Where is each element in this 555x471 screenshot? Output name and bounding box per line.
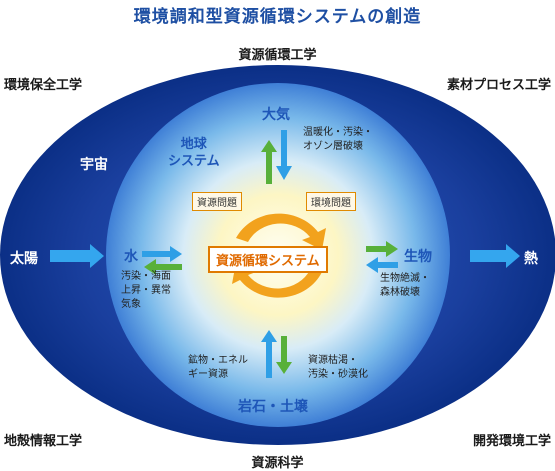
water-issues: 汚染・海面 上昇・異常 気象 [121, 271, 171, 310]
label-sun: 太陽 [10, 251, 38, 267]
water-left-arrow [144, 259, 182, 275]
label-development-environment: 開発環境工学 [472, 434, 551, 449]
label-space: 宇宙 [80, 157, 108, 173]
label-resource-science: 資源科学 [251, 456, 304, 471]
cycle-arrow-top [236, 213, 326, 250]
label-rocks-soil: 岩石・土壌 [238, 399, 308, 415]
sun-arrow [50, 244, 104, 268]
rocks-up-arrow [261, 330, 277, 378]
heat-arrow [470, 244, 520, 268]
environment-problem-box: 環境問題 [306, 192, 356, 211]
label-heat: 熱 [524, 251, 538, 267]
organisms-issues: 生物絶滅・ 森林破壊 [380, 273, 430, 298]
label-atmosphere: 大気 [262, 107, 290, 123]
label-environment-conservation: 環境保全工学 [4, 78, 83, 93]
rocks-right-issues: 資源枯渇・ 汚染・砂漠化 [308, 355, 368, 380]
resource-cycle-system-box: 資源循環システム [208, 246, 328, 273]
label-organisms: 生物 [404, 249, 432, 265]
resource-problem-box: 資源問題 [192, 192, 242, 211]
label-crust-information: 地殻情報工学 [4, 434, 83, 449]
label-resource-cycle-engineering: 資源循環工学 [238, 48, 317, 63]
atmosphere-up-arrow [261, 140, 277, 184]
organisms-right-arrow [366, 241, 398, 257]
label-earth-system: 地球 システム [168, 137, 220, 169]
atmosphere-down-arrow [276, 130, 292, 180]
water-right-arrow [142, 246, 182, 262]
cycle-arrow-bottom [232, 262, 322, 298]
organisms-left-arrow [366, 257, 398, 273]
label-water: 水 [124, 249, 138, 265]
rocks-down-arrow [276, 336, 292, 374]
atmosphere-issues: 温暖化・汚染・ オゾン層破壊 [303, 127, 373, 152]
rocks-left-issues: 鉱物・エネル ギー資源 [188, 355, 248, 380]
page-title: 環境調和型資源循環システムの創造 [133, 7, 422, 27]
label-materials-process: 素材プロセス工学 [446, 78, 551, 93]
